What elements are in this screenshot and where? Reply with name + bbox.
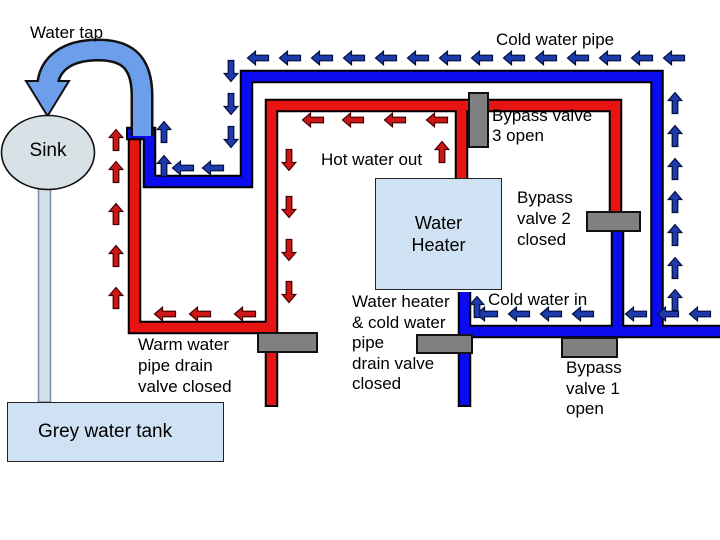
water-tap-arrow [24,38,154,136]
water-tap-arrow-body [38,40,151,136]
valves [257,92,641,358]
sink-label: Sink [29,140,67,161]
hot-water-out-label: Hot water out [321,150,423,169]
water-heater-label: Water Heater [411,213,466,255]
bypass-valve-2-label: Bypass valve 2 closed [517,188,573,249]
warm-water-drain-valve [257,332,318,353]
cold-water-pipe-label: Cold water pipe [496,30,615,49]
bypass-valve-1 [561,337,618,358]
water-heater-drain-valve [416,334,473,354]
bypass-valve-2 [586,211,641,232]
cold-water-in-label: Cold water in [488,290,588,309]
bypass-valve-3 [468,92,489,148]
cold-water-pipe [128,71,720,405]
bypass-valve-3-label: Bypass valve 3 open [492,106,593,145]
grey-water-tank-label: Grey water tank [38,421,173,442]
water-tap-arrowhead [24,80,71,118]
sink-basin [0,114,96,191]
water-heater-box: Water Heater [375,178,502,290]
water-tap-label: Water tap [30,23,104,42]
water-heater-drain-valve-label: Water heater & cold water pipe drain val… [352,292,450,393]
sink-drain-pipe [37,185,52,403]
grey-water-tank-box: Grey water tank [7,402,224,462]
warm-water-drain-valve-label: Warm water pipe drain valve closed [138,335,232,396]
bypass-valve-1-label: Bypass valve 1 open [566,358,622,418]
